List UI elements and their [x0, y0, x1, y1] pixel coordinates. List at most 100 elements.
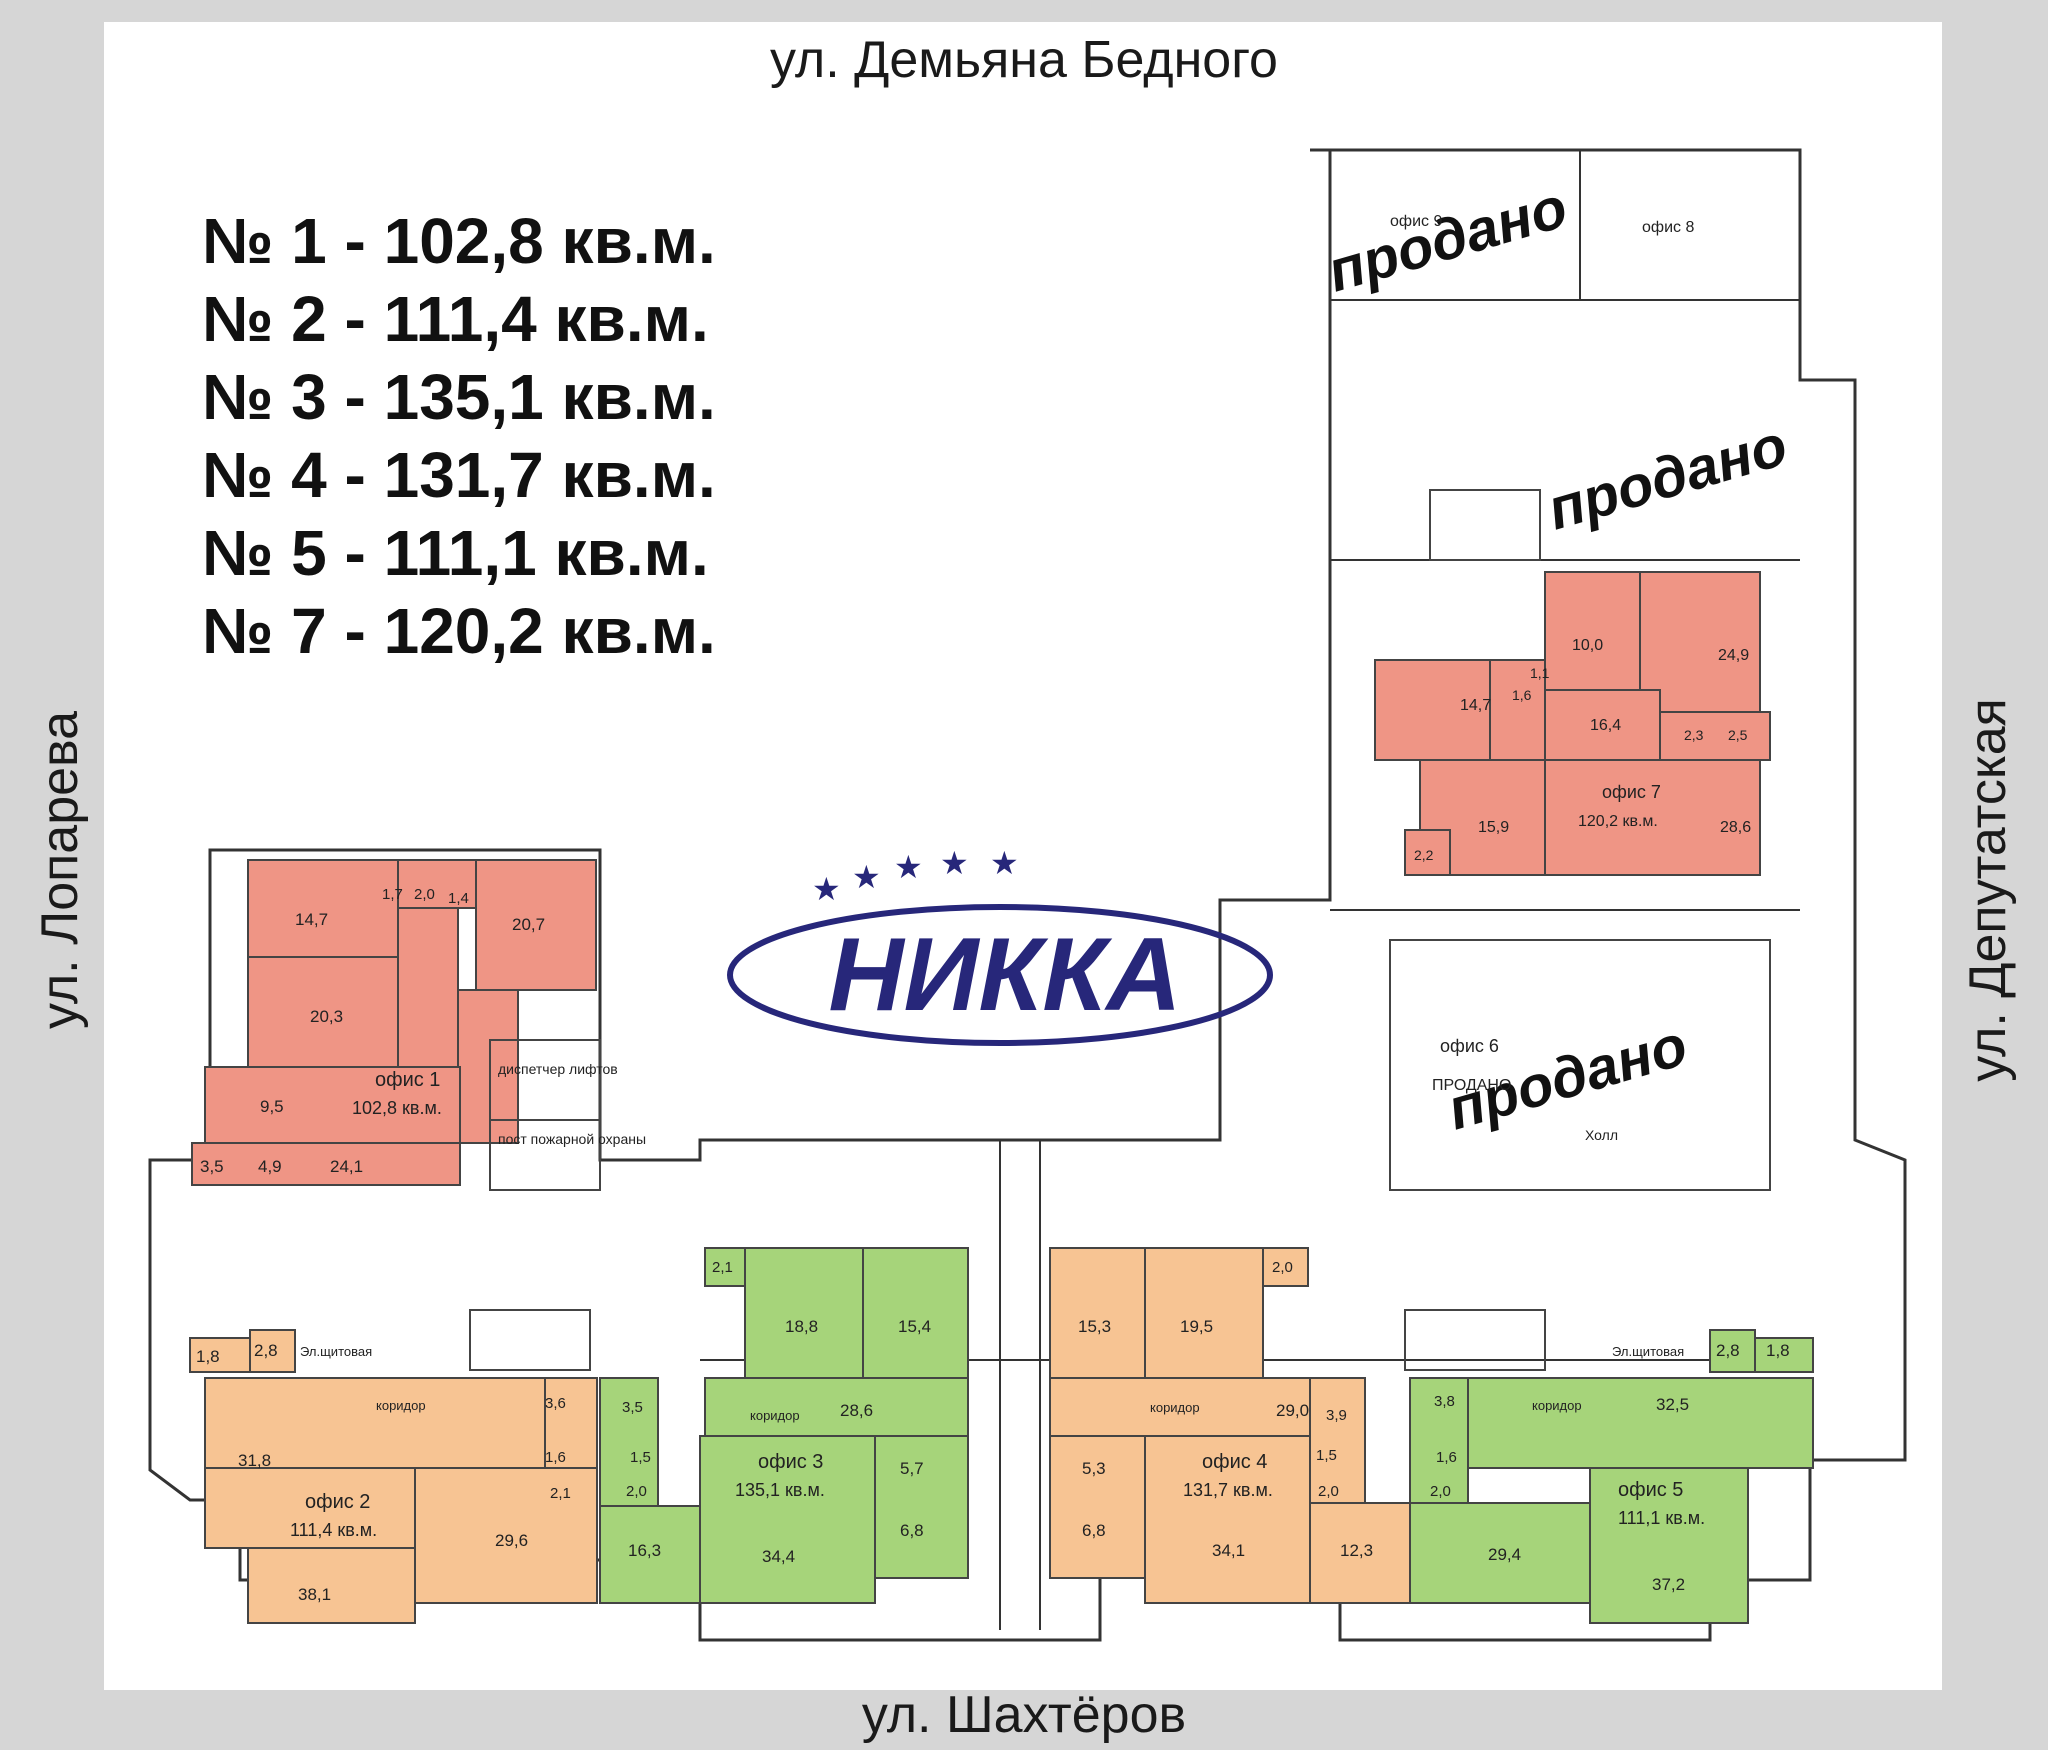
office3-area-28-6: 28,6: [840, 1401, 873, 1420]
office1-area: 102,8 кв.м.: [352, 1098, 442, 1118]
office4-room-15-3: [1049, 1247, 1146, 1379]
office7-room-2-2: [1404, 829, 1451, 876]
office7-area-2-3: 2,3: [1684, 727, 1704, 743]
office-1[interactable]: [191, 859, 597, 1186]
office5-corridor-label: коридор: [1532, 1398, 1582, 1413]
office1-room-14-7: [247, 859, 399, 958]
guard-room: [489, 1119, 601, 1191]
office3-title: офис 3: [758, 1451, 823, 1473]
office5-area-1-8: 1,8: [1766, 1341, 1790, 1360]
office1-area-4-9: 4,9: [258, 1157, 282, 1176]
office-3[interactable]: [599, 1247, 969, 1604]
office3-room-18-8: [744, 1247, 864, 1379]
office3-area-16-3: 16,3: [628, 1541, 661, 1560]
office4-area: 131,7 кв.м.: [1183, 1480, 1273, 1500]
office4-area-3-9: 3,9: [1326, 1407, 1347, 1424]
legend-office-7: № 7 - 120,2 кв.м.: [202, 595, 716, 667]
star-icon: ★: [990, 845, 1019, 881]
logo-ellipse: [727, 904, 1273, 1046]
office4-area-2-0: 2,0: [1318, 1483, 1339, 1500]
office3-area-34-4: 34,4: [762, 1547, 795, 1566]
office7-title: офис 7: [1602, 782, 1661, 802]
office5-area-1-6: 1,6: [1436, 1449, 1457, 1466]
office1-room-9-5: [204, 1066, 461, 1144]
office5-room-37-2: [1589, 1467, 1749, 1624]
office5-area-37-2: 37,2: [1652, 1575, 1685, 1594]
office1-title: офис 1: [375, 1069, 440, 1091]
office4-area-1-5: 1,5: [1316, 1447, 1337, 1464]
office-5[interactable]: [1409, 1329, 1814, 1624]
office1-area-1-4: 1,4: [448, 890, 469, 907]
legend-office-4: № 4 - 131,7 кв.м.: [202, 439, 716, 511]
office4-area-29-0: 29,0: [1276, 1401, 1309, 1420]
office1-area-20-7: 20,7: [512, 915, 545, 934]
office4-room-2-0: [1262, 1247, 1309, 1287]
office3-area-2-1: 2,1: [712, 1259, 733, 1276]
office3-area-2-0: 2,0: [626, 1483, 647, 1500]
office4-area-2-0-top: 2,0: [1272, 1259, 1293, 1276]
office2-room-38-1: [247, 1547, 416, 1624]
office4-room-12-3: [1309, 1502, 1411, 1604]
office3-area: 135,1 кв.м.: [735, 1480, 825, 1500]
office1-room-bottom: [191, 1142, 461, 1186]
street-bottom-label: ул. Шахтёров: [861, 1686, 1187, 1744]
star-icon: ★: [894, 849, 923, 885]
legend-office-5: № 5 - 111,1 кв.м.: [202, 517, 709, 589]
office2-el-label: Эл.щитовая: [300, 1344, 372, 1359]
office4-room-34-1: [1144, 1435, 1311, 1604]
office3-room-15-4: [862, 1247, 969, 1379]
office4-room-5-3: [1049, 1435, 1146, 1579]
office5-area-2-8: 2,8: [1716, 1341, 1740, 1360]
office4-area-19-5: 19,5: [1180, 1317, 1213, 1336]
street-top-label: ул. Демьяна Бедного: [770, 31, 1278, 89]
office7-room-28-6: [1544, 759, 1761, 876]
office2-room-29-6: [414, 1467, 598, 1604]
office4-area-6-8: 6,8: [1082, 1521, 1106, 1540]
office3-room-16-3: [599, 1505, 701, 1604]
office5-area-3-8: 3,8: [1434, 1393, 1455, 1410]
office2-area-29-6: 29,6: [495, 1531, 528, 1550]
office2-title: офис 2: [305, 1491, 370, 1513]
office3-area-6-8: 6,8: [900, 1521, 924, 1540]
office-4[interactable]: [1049, 1247, 1411, 1604]
office7-area-24-9: 24,9: [1718, 647, 1749, 664]
office4-wc: [1309, 1377, 1366, 1504]
office8-title: офис 8: [1642, 219, 1694, 236]
office4-area-34-1: 34,1: [1212, 1541, 1245, 1560]
office-7[interactable]: [1374, 571, 1771, 876]
office7-area: 120,2 кв.м.: [1578, 813, 1658, 830]
logo: НИККА ★ ★ ★ ★ ★: [727, 845, 1273, 1046]
office6-title: офис 6: [1440, 1036, 1499, 1056]
office3-area-3-5: 3,5: [622, 1399, 643, 1416]
office2-area-1-6: 1,6: [545, 1449, 566, 1466]
guard-label: пост пожарной охраны: [498, 1131, 646, 1147]
office1-area-24-1: 24,1: [330, 1157, 363, 1176]
office4-area-15-3: 15,3: [1078, 1317, 1111, 1336]
office5-room-29-4: [1409, 1502, 1591, 1604]
star-icon: ★: [940, 845, 969, 881]
office-2[interactable]: [189, 1329, 598, 1624]
office1-hall: [457, 989, 519, 1144]
office4-title: офис 4: [1202, 1451, 1267, 1473]
office5-title: офис 5: [1618, 1479, 1683, 1501]
office2-area-38-1: 38,1: [298, 1585, 331, 1604]
office7-area-28-6: 28,6: [1720, 819, 1751, 836]
office2-area-2-1: 2,1: [550, 1485, 571, 1502]
office1-area-3-5: 3,5: [200, 1157, 224, 1176]
office3-corridor-label: коридор: [750, 1408, 800, 1423]
office5-room-1-8: [1754, 1337, 1814, 1373]
office5-area: 111,1 кв.м.: [1618, 1508, 1705, 1528]
legend-office-1: № 1 - 102,8 кв.м.: [202, 205, 716, 277]
lift-shaft-right: [1404, 1309, 1546, 1371]
office2-room-1-8: [189, 1337, 251, 1373]
office9-title: офис 9: [1390, 213, 1442, 230]
office2-room-2-8: [249, 1329, 296, 1373]
office5-el-label: Эл.щитовая: [1612, 1344, 1684, 1359]
office2-area: 111,4 кв.м.: [290, 1520, 377, 1540]
office2-area-1-8: 1,8: [196, 1347, 220, 1366]
office2-corridor: [204, 1377, 546, 1469]
office3-room-5-7: [874, 1435, 969, 1579]
office6-outline: [1389, 939, 1771, 1191]
